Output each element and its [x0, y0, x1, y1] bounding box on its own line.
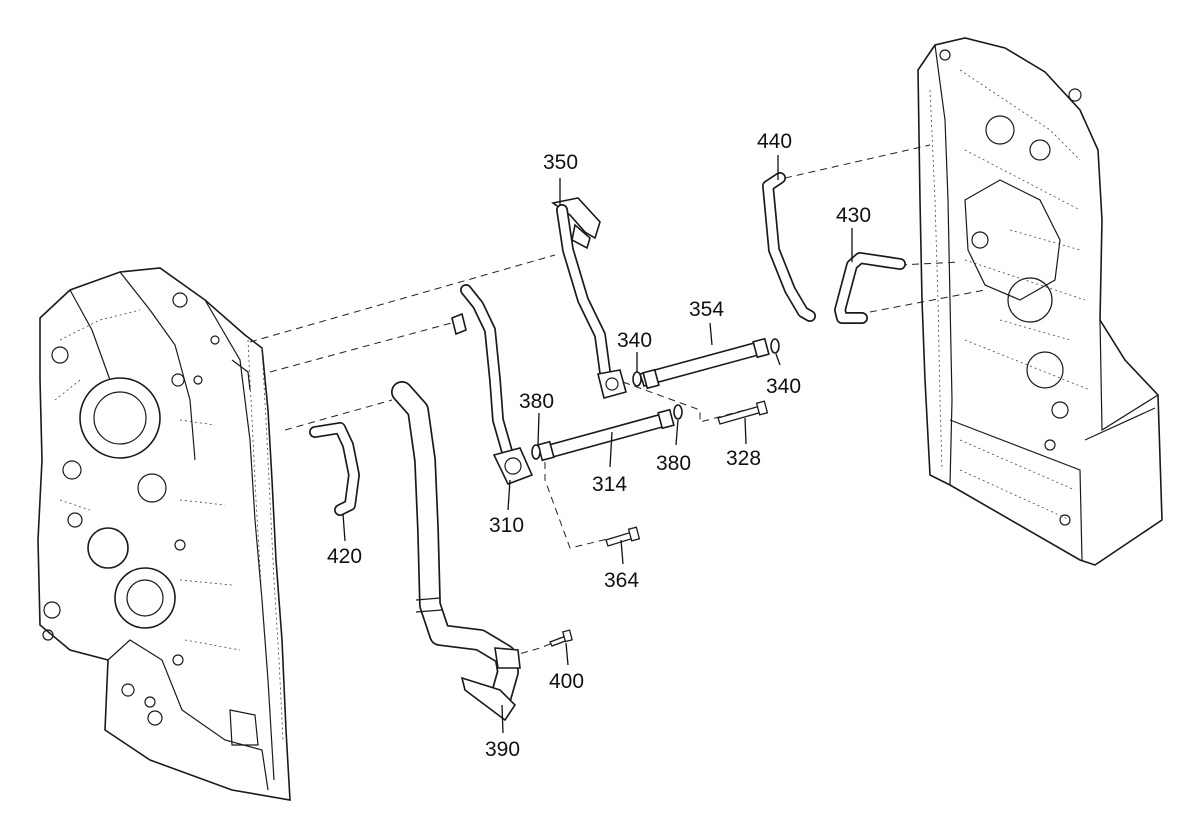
callout-380-left: 380 [519, 390, 554, 413]
left-transmission-housing [37, 267, 291, 801]
callout-340-left: 340 [617, 329, 652, 352]
part-440-tube [762, 172, 816, 322]
o-rings [531, 338, 780, 460]
callout-380-right: 380 [656, 452, 691, 475]
callout-390: 390 [485, 738, 520, 761]
callout-354: 354 [689, 298, 724, 321]
part-354-tube [638, 337, 770, 390]
right-transmission-housing [917, 37, 1163, 566]
callout-430: 430 [836, 204, 871, 227]
callout-420: 420 [327, 545, 362, 568]
part-314-tube [537, 408, 675, 462]
callout-364: 364 [604, 569, 639, 592]
callout-340-right: 340 [766, 375, 801, 398]
leader-lines [342, 155, 853, 734]
callout-328: 328 [726, 447, 761, 470]
callout-440: 440 [757, 130, 792, 153]
part-390-hose [391, 381, 521, 722]
callout-314: 314 [592, 473, 627, 496]
part-430-tube [834, 252, 906, 324]
bolts [549, 400, 769, 647]
callout-400: 400 [549, 670, 584, 693]
part-310-pipe [451, 284, 534, 486]
callout-310: 310 [489, 514, 524, 537]
callout-350: 350 [543, 151, 578, 174]
callout-labels: 350 440 430 354 340 340 380 380 314 328 … [327, 130, 871, 761]
part-420-tube [309, 422, 360, 516]
part-350-pipe [551, 197, 627, 399]
